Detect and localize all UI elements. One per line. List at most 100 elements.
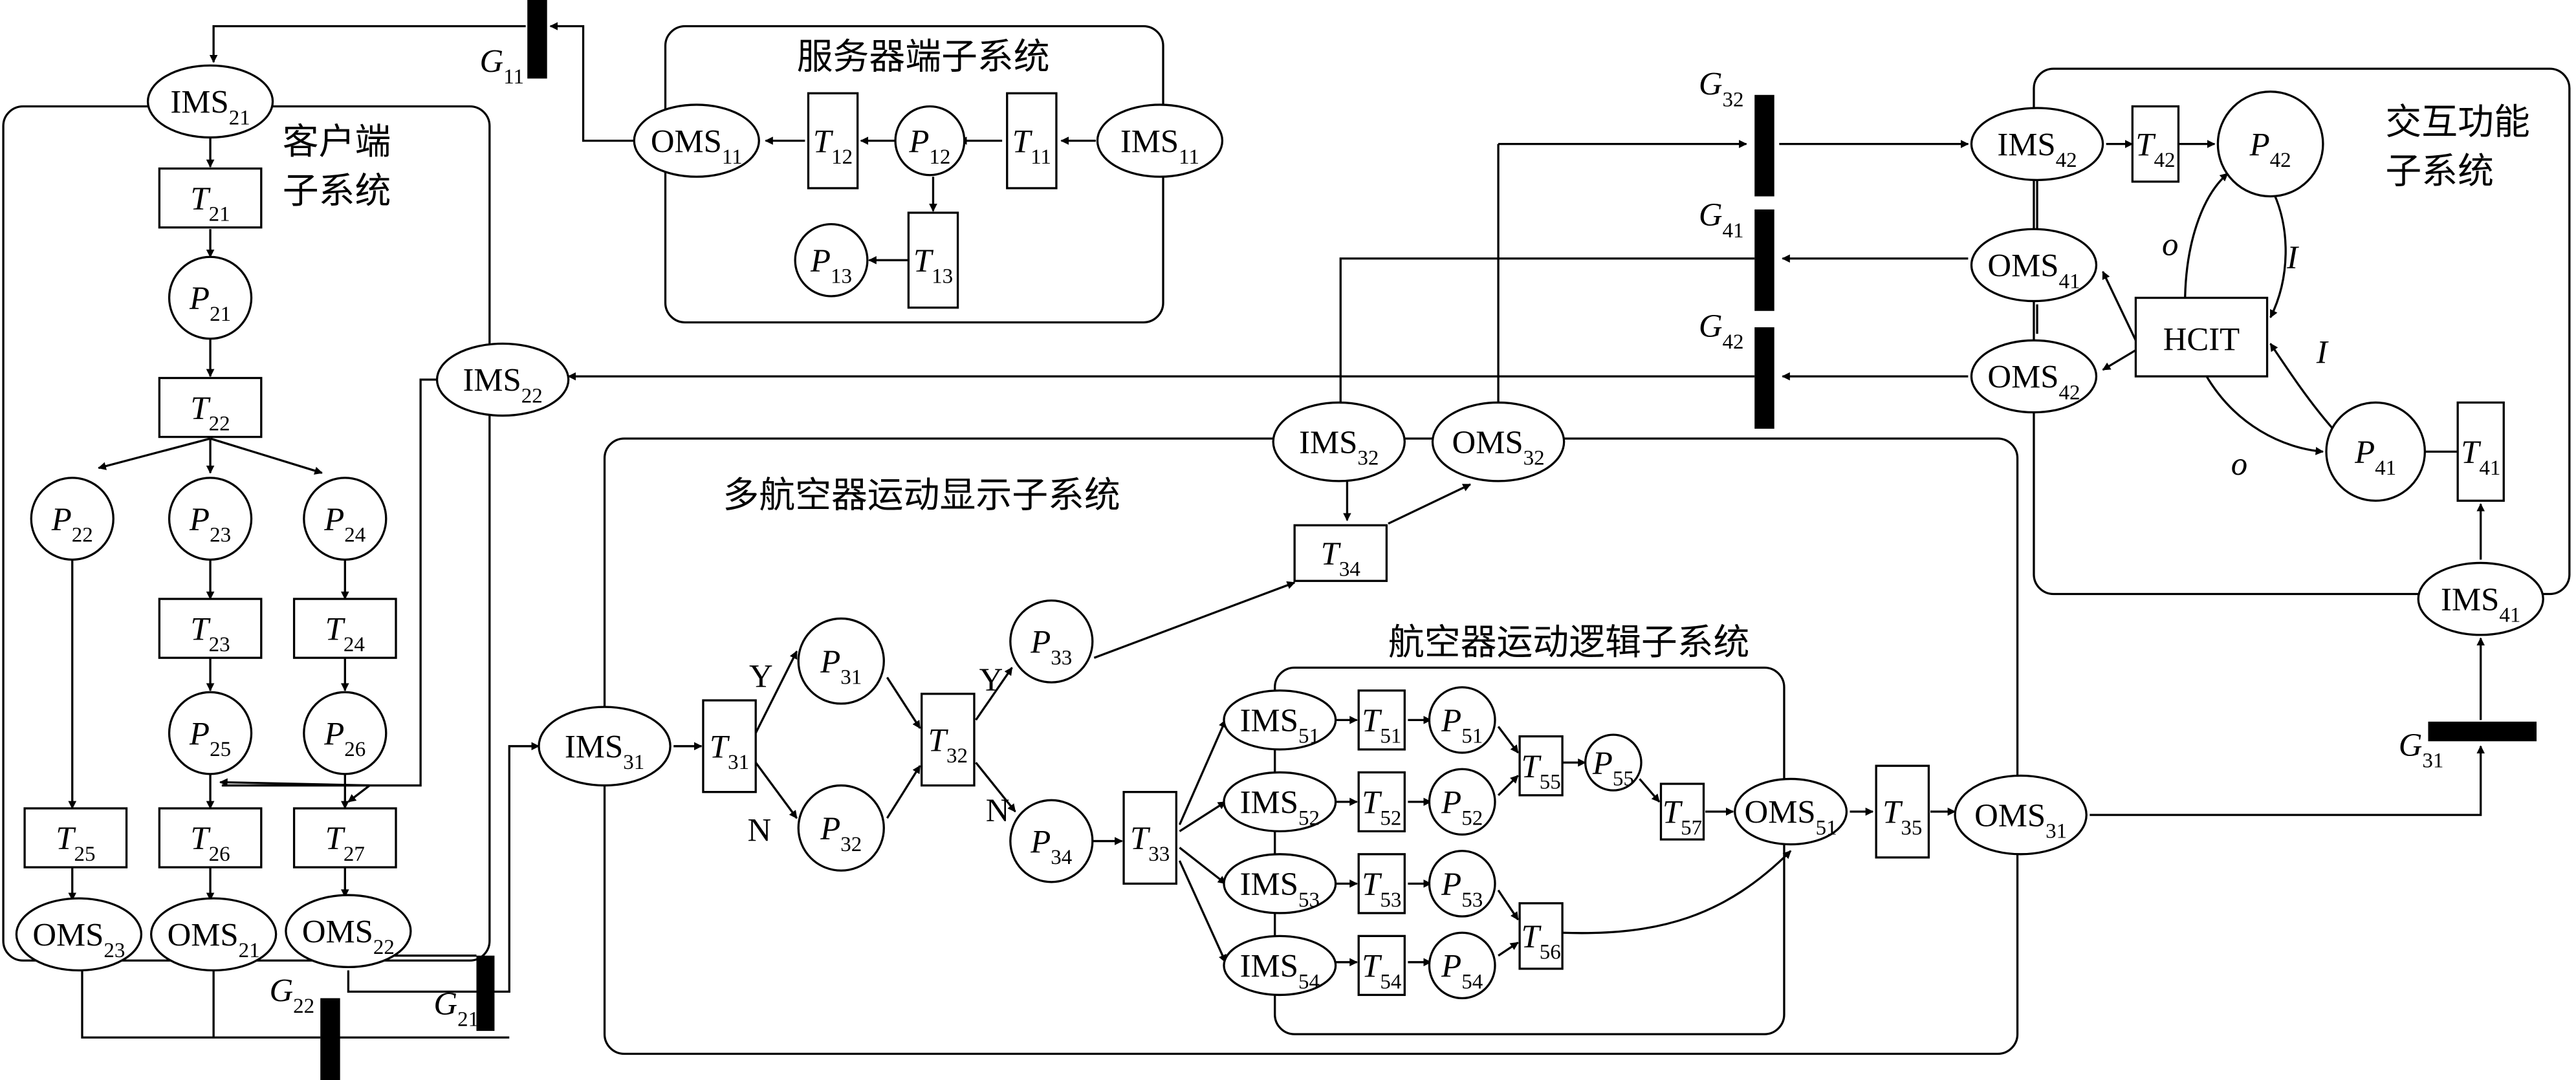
node-p55: P55 xyxy=(1584,733,1643,792)
node-t11-label: T11 xyxy=(1012,123,1051,169)
node-p31-label: P31 xyxy=(820,643,862,689)
node-t41-label: T41 xyxy=(2461,434,2500,480)
node-oms41: OMS41 xyxy=(1970,228,2098,303)
node-t22-rect xyxy=(158,376,263,438)
node-ims52-label: IMS52 xyxy=(1240,784,1320,830)
node-t54-rect xyxy=(1357,934,1406,997)
node-t12: T12 xyxy=(807,92,859,189)
hcit-label: HCIT xyxy=(2163,321,2240,358)
node-t53-label: T53 xyxy=(1362,866,1401,912)
node-ims32-ellipse xyxy=(1272,401,1406,482)
label-n-lower-2: N xyxy=(986,792,1010,828)
node-p42-circle xyxy=(2216,91,2324,198)
node-p33-circle xyxy=(1009,599,1094,684)
node-p12: P12 xyxy=(894,105,966,177)
node-p41-circle xyxy=(2325,401,2427,502)
node-p41: P41 xyxy=(2325,401,2427,502)
node-oms11-ellipse xyxy=(633,103,760,178)
node-p42: P42 xyxy=(2216,91,2324,198)
node-p53: P53 xyxy=(1428,850,1496,918)
bar-G22 xyxy=(320,998,340,1080)
node-p51-label: P51 xyxy=(1441,702,1483,748)
node-p53-circle xyxy=(1428,850,1496,918)
node-t21-label: T21 xyxy=(190,180,230,226)
node-ims22: IMS22 xyxy=(435,342,570,417)
node-p41-label: P41 xyxy=(2354,434,2396,480)
node-g11: G11 xyxy=(480,43,524,89)
node-oms22: OMS22 xyxy=(285,894,412,969)
node-oms31-ellipse xyxy=(1954,774,2088,856)
label-n-lower: N xyxy=(747,812,771,848)
node-p12-circle xyxy=(894,105,966,177)
node-t42: T42 xyxy=(2131,105,2180,183)
bar-G11 xyxy=(527,0,547,79)
node-t55-rect xyxy=(1518,735,1564,797)
node-t12-rect xyxy=(807,92,859,189)
node-oms23-ellipse xyxy=(15,897,143,972)
node-p55-circle xyxy=(1584,733,1643,792)
node-t21: T21 xyxy=(158,167,263,229)
node-g31: G31 xyxy=(2399,727,2444,773)
node-t31-rect xyxy=(702,699,757,794)
node-t32: T32 xyxy=(921,693,976,787)
node-p54-label: P54 xyxy=(1441,948,1483,994)
interact-subsystem-title-2: 子系统 xyxy=(2385,150,2494,192)
node-p25-label: P25 xyxy=(189,715,231,761)
node-t51-label: T51 xyxy=(1362,702,1401,748)
label-o-left: o xyxy=(2162,226,2178,263)
node-ims42-label: IMS42 xyxy=(1997,126,2077,172)
node-p26-label: P26 xyxy=(323,715,366,761)
node-ims21: IMS21 xyxy=(146,64,274,139)
node-g42-label: G42 xyxy=(1699,308,1744,354)
node-t13-rect xyxy=(907,211,959,309)
node-g32-label: G32 xyxy=(1699,66,1744,112)
node-p53-label: P53 xyxy=(1441,866,1483,912)
node-p22-label: P22 xyxy=(51,501,93,547)
node-ims42-ellipse xyxy=(1970,107,2104,181)
connections xyxy=(68,22,2485,1039)
node-ims51-label: IMS51 xyxy=(1240,702,1320,748)
node-t25: T25 xyxy=(23,807,128,869)
node-p23-circle xyxy=(168,477,253,561)
node-oms42-ellipse xyxy=(1970,339,2098,414)
node-ims54: IMS54 xyxy=(1223,934,1337,997)
bar-G32 xyxy=(1754,94,1774,197)
node-p23: P23 xyxy=(168,477,253,561)
label-y-upper-2: Y xyxy=(979,662,1003,698)
node-oms51: OMS51 xyxy=(1734,777,1848,846)
node-ims32: IMS32 xyxy=(1272,401,1406,482)
node-g42: G42 xyxy=(1699,308,1744,354)
server-subsystem-title: 服务器端子系统 xyxy=(797,36,1050,78)
node-ims11: IMS11 xyxy=(1096,103,1224,178)
node-p22: P22 xyxy=(30,477,115,561)
node-t23-rect xyxy=(158,598,263,659)
node-t25-label: T25 xyxy=(56,820,95,866)
node-oms21-label: OMS21 xyxy=(168,917,260,963)
node-p33-label: P33 xyxy=(1030,624,1072,670)
node-p23-label: P23 xyxy=(189,501,231,547)
node-oms11-label: OMS11 xyxy=(651,123,743,169)
node-t56-label: T56 xyxy=(1521,918,1560,964)
node-oms51-ellipse xyxy=(1734,777,1848,846)
node-ims41-label: IMS41 xyxy=(2441,581,2520,627)
interact-subsystem-title-1: 交互功能 xyxy=(2385,102,2529,144)
node-oms41-ellipse xyxy=(1970,228,2098,303)
node-t24-rect xyxy=(292,598,397,659)
node-p55-label: P55 xyxy=(1592,745,1634,791)
label-i-right: I xyxy=(2286,239,2299,275)
node-ims31-label: IMS31 xyxy=(565,729,644,775)
node-t42-label: T42 xyxy=(2135,126,2175,172)
node-p26: P26 xyxy=(303,691,387,775)
node-t55: T55 xyxy=(1518,735,1564,797)
bar-G31 xyxy=(2428,721,2537,742)
node-p34: P34 xyxy=(1009,799,1094,883)
node-t41-rect xyxy=(2456,401,2505,502)
node-ims53: IMS53 xyxy=(1223,853,1337,914)
node-t57: T57 xyxy=(1659,783,1705,841)
node-ims31-ellipse xyxy=(538,706,671,787)
node-t34: T34 xyxy=(1293,524,1388,582)
node-t35-rect xyxy=(1875,764,1930,859)
node-ims22-label: IMS22 xyxy=(463,362,542,408)
node-p33: P33 xyxy=(1009,599,1094,684)
node-t33-rect xyxy=(1122,791,1177,885)
